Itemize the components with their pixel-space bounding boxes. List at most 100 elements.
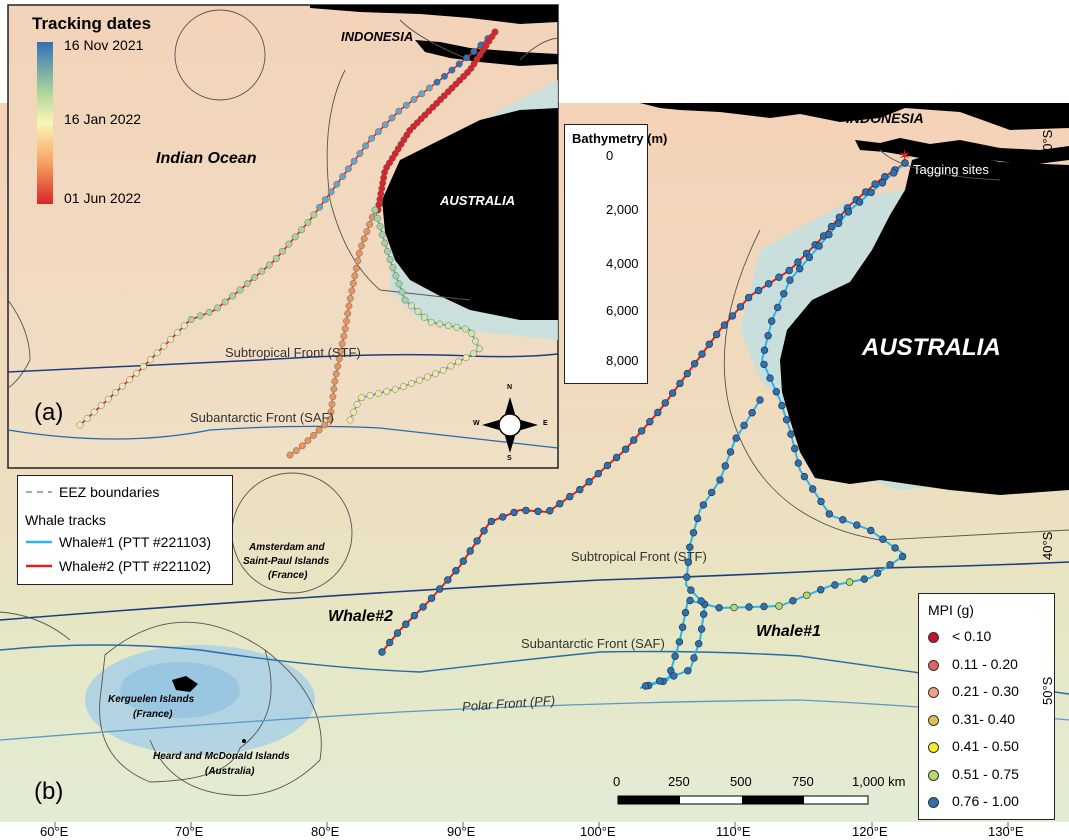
panel-b-australia-label: AUSTRALIA: [862, 334, 1001, 361]
track-point: [878, 179, 887, 187]
track-point: [418, 90, 426, 98]
track-point: [712, 330, 721, 339]
track-point: [844, 208, 853, 216]
track-point: [326, 416, 334, 423]
track-point: [671, 652, 679, 660]
bathymetry-legend-title: Bathymetry (m): [572, 131, 668, 146]
track-point: [845, 578, 854, 586]
track-point: [687, 586, 695, 594]
track-point: [470, 350, 477, 357]
track-point: [265, 261, 273, 269]
track-point: [881, 173, 889, 181]
track-point: [693, 514, 702, 523]
mpi-swatch: [928, 769, 939, 781]
track-point: [675, 638, 684, 646]
track-point: [726, 448, 735, 456]
panel-a-australia-land: [382, 108, 558, 320]
track-point: [756, 396, 764, 404]
track-point: [285, 240, 293, 248]
track-point: [398, 288, 406, 296]
lon-tick-130: 130°E: [988, 824, 1024, 839]
track-point: [744, 293, 753, 302]
track-point: [391, 385, 399, 393]
axis-ticks: [54, 822, 1009, 828]
track-point: [825, 510, 833, 518]
lat-tick-30: 30°S: [1040, 411, 1055, 440]
track-point: [730, 603, 738, 612]
track-point: [160, 342, 168, 350]
tracking-date-end: 01 Jun 2022: [64, 190, 142, 206]
track-point: [362, 142, 369, 150]
track-point: [399, 383, 407, 390]
eez-legend-label: EEZ boundaries: [59, 484, 160, 500]
scale-label-1000: 1,000 km: [852, 774, 906, 789]
track-point: [444, 322, 452, 330]
track-point: [133, 369, 141, 377]
mpi-legend: [918, 593, 1055, 820]
track-point: [328, 400, 336, 408]
track-point: [566, 492, 574, 501]
track-point: [119, 382, 126, 390]
track-point: [354, 257, 362, 265]
track-point: [499, 513, 507, 521]
track-point: [310, 431, 317, 439]
track-point: [416, 376, 423, 384]
track-point: [321, 196, 329, 204]
track-point: [684, 667, 692, 675]
track-point: [340, 332, 348, 340]
scale-label-250: 250: [668, 774, 690, 789]
track-point: [112, 389, 119, 396]
track-point: [339, 173, 346, 180]
mpi-swatch: [928, 742, 939, 753]
mpi-class-label: 0.41 - 0.50: [952, 738, 1019, 754]
bathymetry-label-8000: 8,000: [606, 353, 639, 368]
panel-b-stf-label: Subtropical Front (STF): [571, 549, 707, 564]
panel-b-indonesia-label: INDONESIA: [846, 110, 924, 126]
track-point: [462, 354, 470, 362]
track-point: [389, 264, 397, 272]
track-point: [740, 421, 748, 430]
track-point: [835, 213, 844, 222]
track-point: [487, 517, 496, 526]
track-point: [480, 527, 488, 535]
kerguelen-label-line2: (France): [133, 709, 173, 720]
track-point: [376, 223, 384, 230]
track-point: [898, 552, 907, 561]
track-point: [327, 408, 335, 416]
track-point: [427, 594, 436, 602]
track-point: [388, 114, 396, 122]
track-point: [344, 165, 352, 173]
track-point: [378, 648, 386, 656]
track-point: [146, 356, 154, 364]
mpi-class-label: 0.76 - 1.00: [952, 793, 1019, 809]
track-point: [816, 585, 825, 594]
track-point: [187, 316, 195, 323]
heard-label-line2: (Australia): [205, 766, 255, 777]
track-point: [800, 472, 809, 481]
scale-label-0: 0: [613, 774, 621, 789]
track-point: [681, 608, 690, 617]
panel-b-track-points: [378, 159, 909, 690]
track-point: [764, 280, 773, 288]
track-point: [402, 620, 410, 628]
track-point: [298, 226, 305, 234]
scale-label-500: 500: [730, 774, 752, 789]
track-point: [341, 325, 349, 333]
track-point: [298, 442, 306, 450]
track-point: [393, 629, 402, 637]
compass-e: E: [543, 420, 548, 427]
track-point: [684, 558, 692, 566]
track-point: [337, 347, 345, 355]
track-point: [825, 230, 833, 239]
track-point: [331, 377, 339, 385]
track-point: [629, 436, 638, 444]
panel-a-label: (a): [34, 399, 64, 426]
track-point: [654, 408, 662, 417]
track-point: [728, 312, 737, 320]
whale1-label: Whale#1: [756, 623, 821, 640]
compass-icon: [482, 397, 538, 453]
track-point: [358, 394, 366, 401]
track-point: [716, 476, 724, 484]
bathymetry-label-4000: 4,000: [606, 256, 639, 271]
track-point: [346, 416, 354, 424]
